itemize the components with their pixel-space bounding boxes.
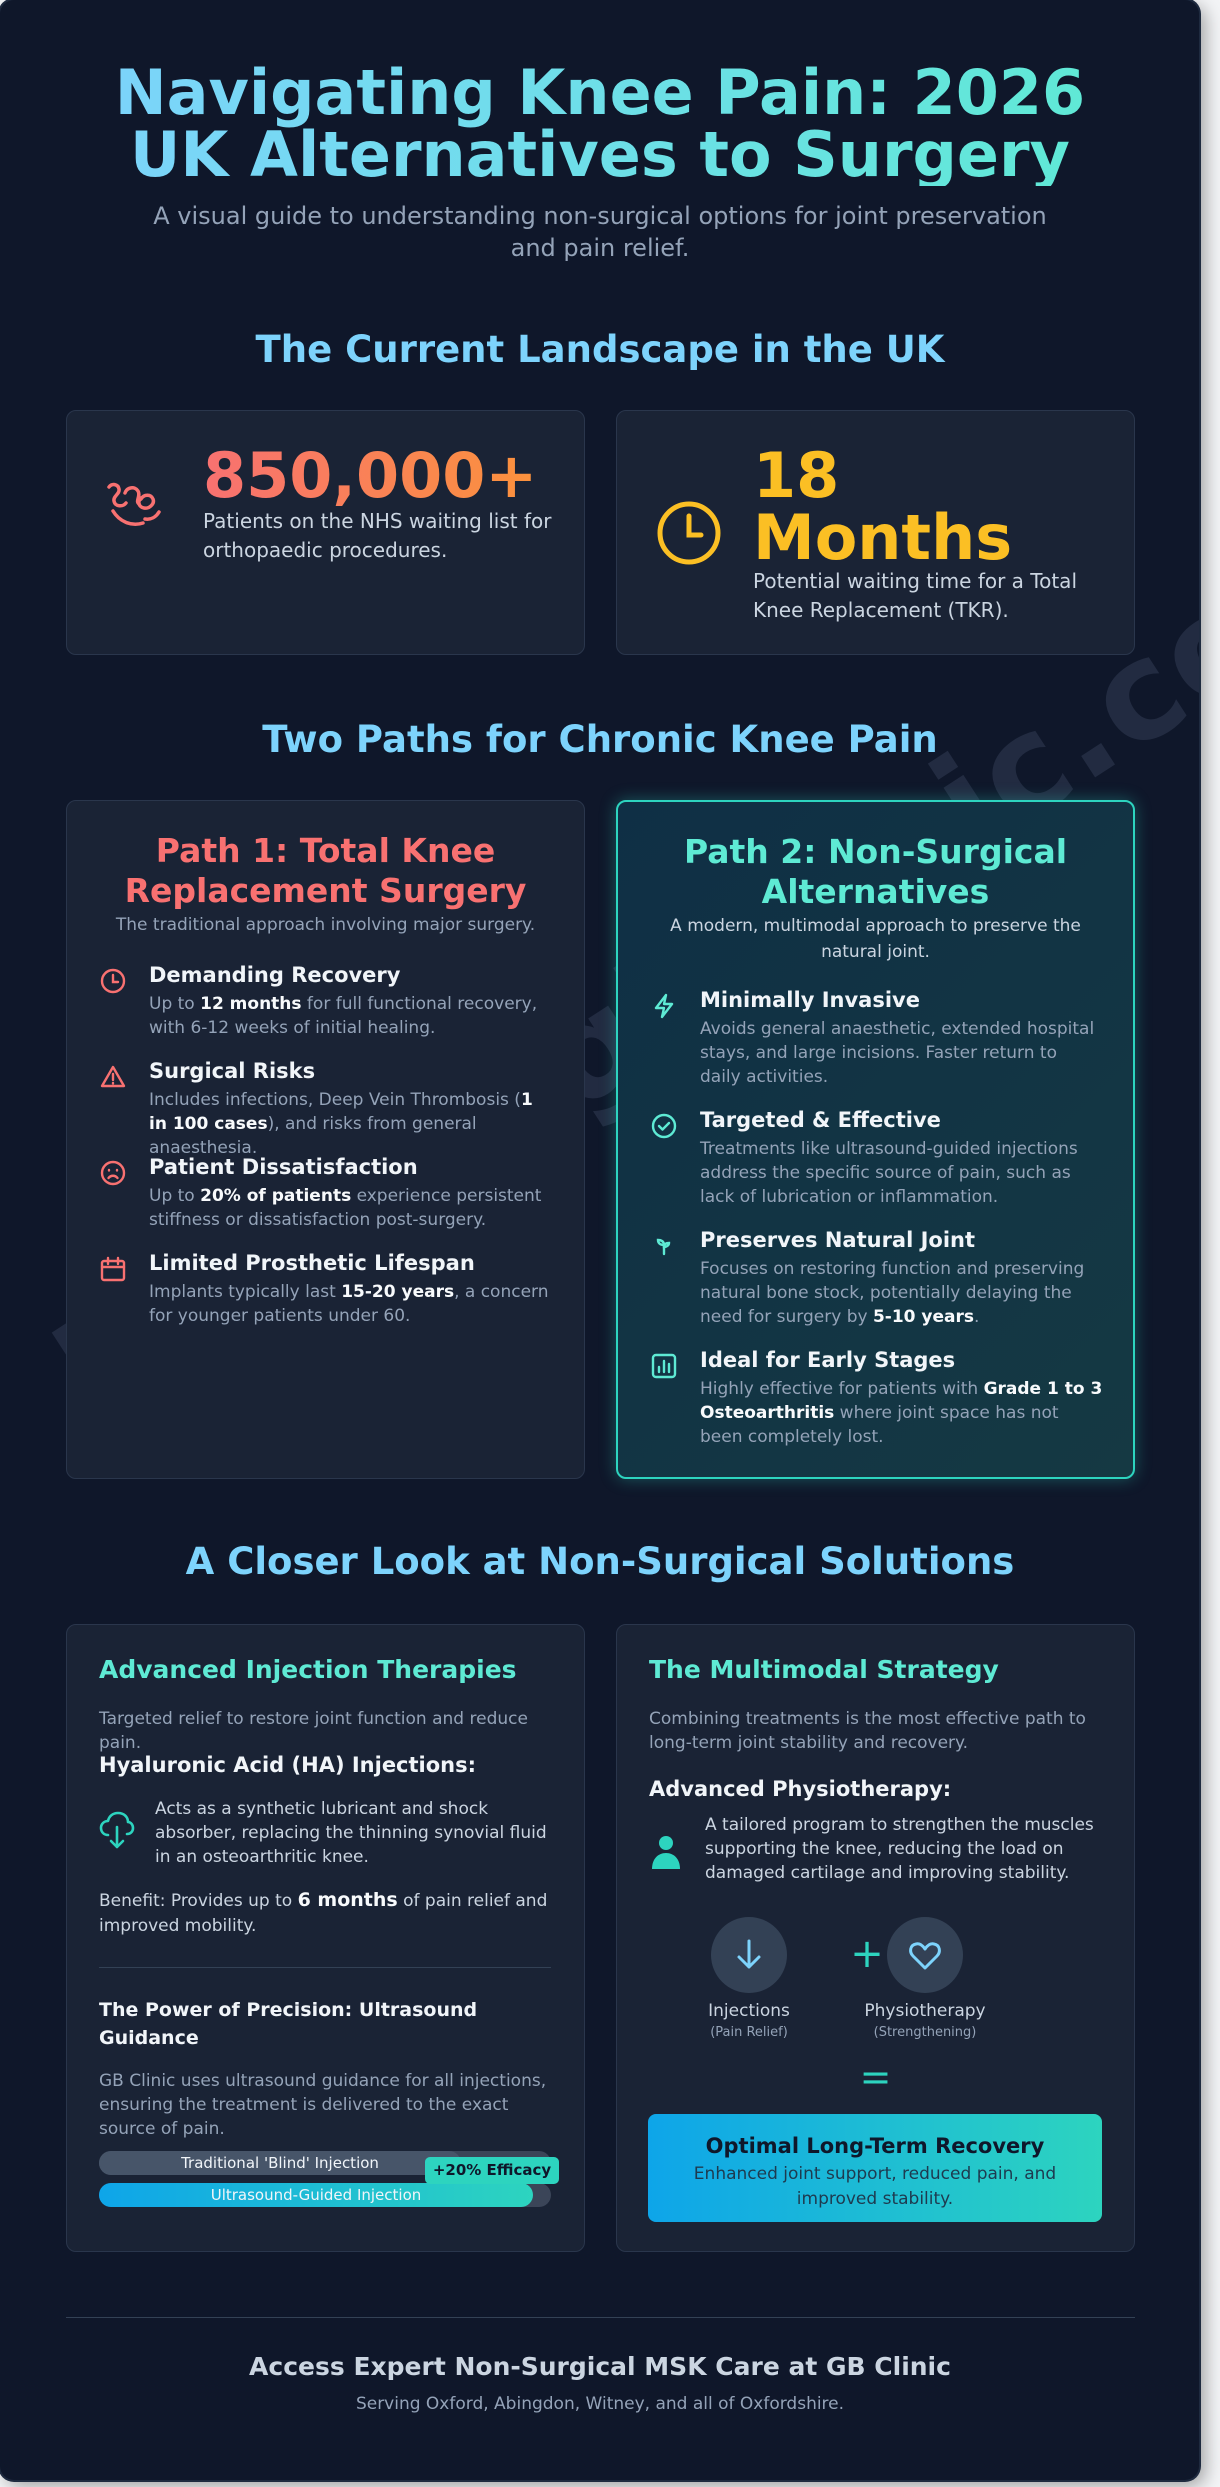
stat-value: 18 Months [753, 439, 1013, 574]
sprout-icon [650, 1232, 678, 1260]
sad-face-icon [99, 1159, 127, 1187]
stat-value: 850,000+ [203, 439, 538, 512]
path2-item: Targeted & Effective Treatments like ult… [650, 1108, 1103, 1210]
bar-fill [99, 2151, 461, 2175]
cloud-download-icon [99, 1811, 135, 1855]
multimodal-subtitle: Combining treatments is the most effecti… [649, 1709, 1086, 1754]
injection-card: Advanced Injection Therapies Targeted re… [66, 1624, 585, 2252]
waiting-list-stat-card: 850,000+ Patients on the NHS waiting lis… [66, 410, 585, 655]
path1-item-text: Up to 12 months for full functional reco… [149, 994, 538, 1039]
footer-subtitle: Serving Oxford, Abingdon, Witney, and al… [355, 2394, 845, 2414]
plus-sign: + [850, 1931, 884, 1977]
combo-sublabel: (Pain Relief) [710, 2025, 788, 2040]
ha-benefit: Benefit: Provides up to 6 months of pain… [99, 1889, 548, 1936]
clock-icon [655, 499, 723, 571]
hand-pain-icon [101, 473, 173, 545]
footer-divider [66, 2317, 1135, 2318]
equals-sign: = [859, 2055, 892, 2099]
section-divider [99, 1967, 551, 1968]
path2-item: Minimally Invasive Avoids general anaest… [650, 988, 1103, 1090]
path1-item: Patient Dissatisfaction Up to 20% of pat… [99, 1155, 554, 1232]
page-subtitle: A visual guide to understanding non-surg… [153, 202, 1047, 263]
path2-item-title: Preserves Natural Joint [700, 1228, 976, 1252]
path1-subtitle: The traditional approach involving major… [115, 915, 536, 935]
path2-item-text: Avoids general anaesthetic, extended hos… [700, 1019, 1095, 1088]
path2-card: Path 2: Non-Surgical Alternatives A mode… [616, 800, 1135, 1479]
waiting-time-stat-card: 18 Months Potential waiting time for a T… [616, 410, 1135, 655]
path1-item-text: Includes infections, Deep Vein Thrombosi… [149, 1090, 533, 1159]
path1-item-text: Up to 20% of patients experience persist… [149, 1186, 542, 1231]
warning-icon [99, 1063, 127, 1091]
optimal-description: Enhanced joint support, reduced pain, an… [693, 2164, 1057, 2209]
efficacy-badge: +20% Efficacy [425, 2157, 559, 2184]
path2-item-title: Minimally Invasive [700, 988, 920, 1012]
injection-title: Advanced Injection Therapies [99, 1655, 517, 1684]
multimodal-title: The Multimodal Strategy [649, 1655, 999, 1684]
injection-subtitle: Targeted relief to restore joint functio… [99, 1709, 528, 1754]
physio-description: A tailored program to strengthen the mus… [705, 1815, 1094, 1884]
precision-heading: The Power of Precision: Ultrasound Guida… [99, 1999, 478, 2049]
heart-icon [887, 1917, 963, 1993]
path1-title: Path 1: Total Knee Replacement Surgery [124, 831, 527, 910]
calendar-icon [99, 1255, 127, 1283]
bar-chart-icon [650, 1352, 678, 1380]
stat-description: Patients on the NHS waiting list for ort… [203, 509, 552, 562]
footer-title: Access Expert Non-Surgical MSK Care at G… [249, 2352, 951, 2381]
path2-title: Path 2: Non-Surgical Alternatives [683, 832, 1068, 911]
combo-label: Physiotherapy [864, 2001, 986, 2021]
ha-heading: Hyaluronic Acid (HA) Injections: [99, 1753, 477, 1777]
path2-item-title: Ideal for Early Stages [700, 1348, 956, 1372]
stat-description: Potential waiting time for a Total Knee … [753, 569, 1077, 622]
landscape-heading: The Current Landscape in the UK [255, 328, 945, 371]
optimal-title: Optimal Long-Term Recovery [705, 2134, 1045, 2158]
solutions-heading: A Closer Look at Non-Surgical Solutions [185, 1540, 1015, 1583]
check-circle-icon [650, 1112, 678, 1140]
bar-fill [99, 2183, 533, 2207]
lightning-icon [650, 992, 678, 1020]
path1-item: Demanding Recovery Up to 12 months for f… [99, 963, 554, 1040]
combo-sublabel: (Strengthening) [873, 2025, 977, 2040]
path2-item-text: Highly effective for patients with Grade… [700, 1379, 1103, 1448]
path1-item-title: Demanding Recovery [149, 963, 401, 987]
page-title: Navigating Knee Pain: 2026 UK Alternativ… [60, 62, 1140, 186]
path1-card: Path 1: Total Knee Replacement Surgery T… [66, 800, 585, 1479]
bar-label: Ultrasound-Guided Injection [210, 2186, 422, 2204]
path1-item-title: Patient Dissatisfaction [149, 1155, 418, 1179]
path1-item: Surgical Risks Includes infections, Deep… [99, 1059, 554, 1161]
path1-item-title: Limited Prosthetic Lifespan [149, 1251, 475, 1275]
path1-item-title: Surgical Risks [149, 1059, 316, 1083]
traditional-injection-bar: Traditional 'Blind' Injection [99, 2151, 551, 2175]
physio-heading: Advanced Physiotherapy: [649, 1777, 952, 1801]
path2-item-title: Targeted & Effective [700, 1108, 941, 1132]
precision-description: GB Clinic uses ultrasound guidance for a… [99, 2071, 547, 2140]
path2-subtitle: A modern, multimodal approach to preserv… [670, 916, 1081, 962]
ha-description: Acts as a synthetic lubricant and shock … [155, 1799, 547, 1868]
path2-item-text: Focuses on restoring function and preser… [700, 1259, 1085, 1328]
path2-item: Ideal for Early Stages Highly effective … [650, 1348, 1103, 1450]
path1-item: Limited Prosthetic Lifespan Implants typ… [99, 1251, 554, 1328]
clock-icon [99, 967, 127, 995]
arrow-down-icon [711, 1917, 787, 1993]
paths-heading: Two Paths for Chronic Knee Pain [262, 718, 938, 761]
bar-label: Traditional 'Blind' Injection [181, 2154, 379, 2172]
optimal-recovery-banner: Optimal Long-Term Recovery Enhanced join… [648, 2114, 1102, 2222]
path1-item-text: Implants typically last 15-20 years, a c… [149, 1282, 549, 1327]
path2-item-text: Treatments like ultrasound-guided inject… [700, 1139, 1078, 1208]
person-icon [649, 1835, 683, 1875]
combo-label: Injections [708, 2001, 790, 2021]
ultrasound-injection-bar: Ultrasound-Guided Injection [99, 2183, 551, 2207]
path2-item: Preserves Natural Joint Focuses on resto… [650, 1228, 1103, 1330]
